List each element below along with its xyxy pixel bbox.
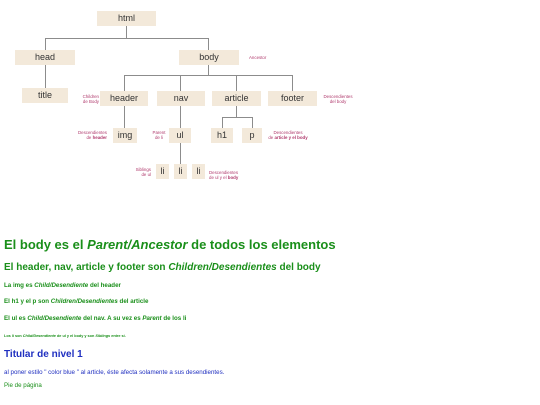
text-li-siblings: Los li son Child/Desendiente de ul y el …: [4, 334, 126, 338]
footer-text: Pie de página: [4, 382, 42, 389]
connector-article-hbar: [222, 117, 253, 118]
annotation-descendants-of-article: Descendientes de article y el body: [268, 130, 308, 141]
annotation-siblings-of-ul: Siblings de ul: [135, 167, 151, 178]
node-h1: h1: [211, 128, 233, 143]
node-li-3: li: [192, 164, 205, 179]
text-img-child-of-header: La img es Child/Desendiente del header: [4, 282, 121, 289]
connector-to-head: [45, 38, 46, 50]
node-article: article: [212, 91, 261, 106]
connector-nav-to-ul: [180, 106, 181, 128]
text-h1-p-children-of-article: El h1 y el p son Children/Desendientes d…: [4, 298, 149, 305]
article-heading: Titular de nivel 1: [4, 349, 83, 360]
connector-to-body: [208, 38, 209, 50]
node-body: body: [179, 50, 239, 65]
node-header: header: [100, 91, 148, 106]
connector-to-h1: [222, 117, 223, 128]
node-title: title: [22, 88, 68, 103]
annotation-descendants-of-body: Descendientes del body: [323, 94, 353, 105]
page-heading-body-parent: El body es el Parent/Ancestor de todos l…: [4, 237, 336, 252]
connector-body-down: [208, 65, 209, 75]
node-nav: nav: [157, 91, 205, 106]
annotation-descendants-of-ul: Descendientes de ul y el body: [209, 170, 239, 181]
connector-html-down: [126, 26, 127, 38]
connector-ul-down: [180, 143, 181, 164]
node-footer: footer: [268, 91, 317, 106]
annotation-descendants-of-header: Descendientes de header: [77, 130, 107, 141]
article-paragraph: al poner estilo " color blue " al articl…: [4, 369, 225, 376]
connector-to-header: [124, 75, 125, 91]
annotation-children-of-body: Children de Body: [82, 94, 99, 105]
node-img: img: [113, 128, 137, 143]
node-html: html: [97, 11, 156, 26]
node-head: head: [15, 50, 75, 65]
connector-to-article: [236, 75, 237, 91]
node-ul: ul: [169, 128, 191, 143]
connector-to-nav: [180, 75, 181, 91]
subheading-children-of-body: El header, nav, article y footer son Chi…: [4, 262, 321, 273]
connector-to-footer: [292, 75, 293, 91]
dom-tree-diagram: html head body title header nav article …: [0, 0, 540, 200]
annotation-parent-of-li: Parent de li: [152, 130, 166, 141]
node-li-2: li: [174, 164, 187, 179]
connector-body-hbar: [124, 75, 293, 76]
connector-header-to-img: [124, 106, 125, 128]
node-li-1: li: [156, 164, 169, 179]
text-ul-child-of-nav: El ul es Child/Desendiente del nav. A su…: [4, 315, 187, 322]
node-p: p: [242, 128, 262, 143]
annotation-ancestor: Ancestor: [249, 55, 267, 60]
connector-head-to-title: [45, 65, 46, 88]
connector-html-hbar: [45, 38, 209, 39]
connector-article-down: [236, 106, 237, 117]
connector-to-p: [252, 117, 253, 128]
